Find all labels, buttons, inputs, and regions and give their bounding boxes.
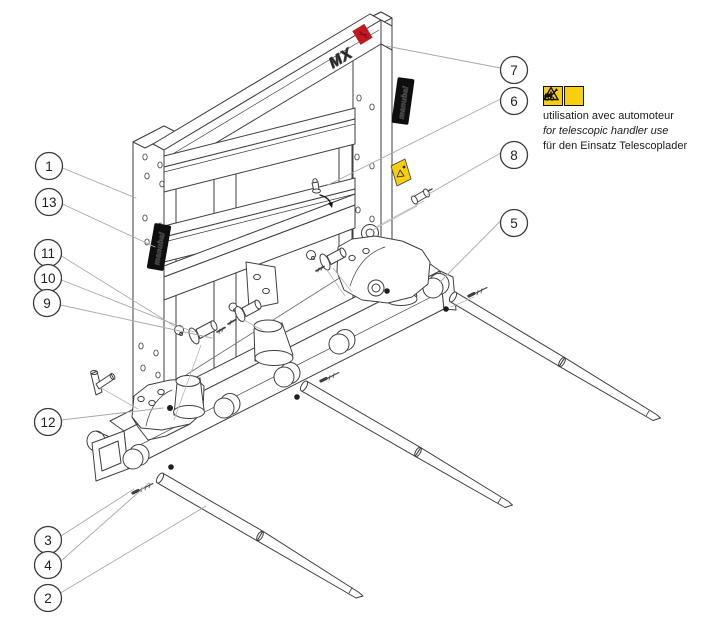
frame-rail-upper [163,107,356,193]
callout-4-number: 4 [44,558,52,573]
spike-bolt-left [131,464,174,495]
spike-right [448,291,661,421]
frame-bottom-tube [163,193,356,301]
spike-bolt-middle [294,372,340,400]
bracket-right [336,235,431,304]
t-handle-pin [90,370,116,396]
bushing-part-8 [411,188,433,205]
callout-10: 10 [33,263,63,293]
cone-socket-left [173,375,205,419]
spike-middle [299,380,513,508]
sticker-manubal-left: manubal [146,223,172,271]
callout-8-number: 8 [510,148,518,163]
latch-pin-set-middle [227,299,262,326]
callout-12-number: 12 [40,415,55,430]
callout-4: 4 [33,550,63,580]
beam-assembly [86,235,457,482]
cone-socket-middle [253,319,294,366]
callout-13-number: 13 [41,195,56,210]
callout-9: 9 [32,288,62,318]
callout-12: 12 [33,407,63,437]
sticker-manubal-right: manubal [391,77,415,125]
latch-pin-set-left [174,320,226,345]
callout-13: 13 [34,187,64,217]
callout-7: 7 [499,55,529,85]
callout-1: 1 [34,151,64,181]
callout-7-number: 7 [510,63,518,78]
frame-warning-sticker [390,158,412,187]
callout-5-number: 5 [510,216,518,231]
telehandler-icon [544,86,584,106]
callout-2: 2 [33,583,63,613]
callout-8: 8 [499,140,529,170]
spike-left [155,472,364,599]
callout-2-number: 2 [44,591,52,606]
callout-leaders [60,45,501,594]
notice-icons [543,86,703,106]
frame-top-rail [152,13,393,175]
callout-circles: 1 13 11 10 9 12 3 4 2 7 6 8 5 [32,55,529,613]
callouts: 1 13 11 10 9 12 3 4 2 7 6 8 5 [32,45,529,613]
callout-1-number: 1 [45,159,53,174]
callout-3: 3 [33,525,63,555]
usage-notice: utilisation avec automoteur for telescop… [543,86,703,154]
spikes [155,291,661,599]
callout-9-number: 9 [43,296,51,311]
construction-lines [100,200,475,421]
callout-3-number: 3 [44,533,52,548]
notice-line-en: for telescopic handler use [543,125,669,137]
notice-line-fr: utilisation avec automoteur [543,110,674,122]
hardware [90,178,488,495]
callout-11: 11 [33,238,63,268]
callout-11-number: 11 [41,246,55,261]
latch-pin-set-right [306,247,347,273]
spike-bolt-right [443,287,488,312]
callout-5: 5 [499,208,529,238]
frame-ear-plate [245,261,279,310]
callout-10-number: 10 [40,271,55,286]
notice-line-de: für den Einsatz Telescoplader [543,140,688,152]
grease-nipple [311,178,333,208]
callout-6-number: 6 [510,94,518,109]
callout-6: 6 [499,86,529,116]
